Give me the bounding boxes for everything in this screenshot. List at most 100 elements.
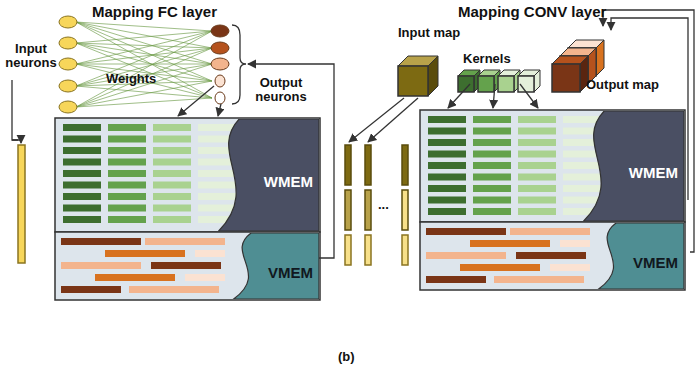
weight-bar xyxy=(473,185,511,192)
input-neuron xyxy=(59,58,77,70)
weight-bar xyxy=(563,197,601,204)
weight-bar xyxy=(63,170,101,177)
output-neuron xyxy=(215,92,225,104)
label: Kernels xyxy=(463,52,511,66)
output-neuron xyxy=(215,75,225,87)
weight-bar xyxy=(63,159,101,166)
kernel xyxy=(534,70,540,92)
weight-bar xyxy=(428,208,466,215)
leader-line xyxy=(448,84,470,108)
weight-bar xyxy=(153,147,191,154)
leader-line xyxy=(520,84,538,108)
weight-bar xyxy=(518,197,556,204)
input-column xyxy=(365,190,371,230)
vmem-bar xyxy=(470,240,550,247)
input-map xyxy=(428,56,438,96)
vmem-bar xyxy=(185,274,225,281)
weight-bar xyxy=(473,128,511,135)
memory-label: WMEM xyxy=(629,164,678,181)
kernel xyxy=(458,76,474,92)
weight-bar xyxy=(473,208,511,215)
weight-bar xyxy=(63,193,101,200)
weight-line xyxy=(76,31,212,64)
label: Input neurons xyxy=(2,42,60,71)
input-neuron xyxy=(59,37,77,49)
weight-line xyxy=(76,64,212,107)
weight-bar xyxy=(518,116,556,123)
weight-bar xyxy=(428,151,466,158)
vmem-array xyxy=(420,222,685,290)
vmem-bar xyxy=(510,228,590,235)
weight-bar xyxy=(108,159,146,166)
output-map xyxy=(552,64,580,92)
input-vector xyxy=(18,145,25,263)
weight-bar xyxy=(153,205,191,212)
output-neuron xyxy=(211,25,229,37)
leader-line xyxy=(349,98,404,142)
weight-bar xyxy=(473,197,511,204)
memory-label: VMEM xyxy=(268,264,313,281)
label: Output map xyxy=(586,78,659,92)
label: Output neurons xyxy=(245,76,317,105)
weight-bar xyxy=(63,182,101,189)
vmem-bar xyxy=(516,252,586,259)
vmem-bar xyxy=(61,262,141,269)
weight-bar xyxy=(63,136,101,143)
weight-bar xyxy=(563,174,601,181)
weight-bar xyxy=(108,147,146,154)
weight-bar xyxy=(63,147,101,154)
weight-bar xyxy=(63,216,101,223)
weight-bar xyxy=(518,151,556,158)
weight-bar xyxy=(153,216,191,223)
weight-lines xyxy=(76,22,212,107)
weight-bar xyxy=(428,162,466,169)
weight-bar xyxy=(153,159,191,166)
wmem-region: WMEM xyxy=(205,119,319,231)
output-map xyxy=(596,40,604,76)
weight-bar xyxy=(108,136,146,143)
weight-bar xyxy=(473,116,511,123)
label: Input map xyxy=(398,26,460,40)
vmem-bar xyxy=(151,262,221,269)
weight-array xyxy=(55,118,320,232)
weight-line xyxy=(76,31,212,43)
weight-bar xyxy=(198,205,236,212)
weight-line xyxy=(76,22,212,48)
vmem-bar xyxy=(494,276,584,283)
weight-line xyxy=(76,48,212,86)
input-column xyxy=(345,190,351,230)
weight-bar xyxy=(63,205,101,212)
weight-line xyxy=(76,22,212,31)
weight-line xyxy=(76,98,212,107)
vmem-bar xyxy=(560,240,590,247)
leader-line xyxy=(218,104,221,116)
leader-line xyxy=(178,86,214,116)
vmem-bar xyxy=(426,228,506,235)
weight-bar xyxy=(518,139,556,146)
input-column xyxy=(365,145,371,185)
input-column xyxy=(402,235,408,265)
weight-bar xyxy=(108,170,146,177)
vmem-region: VMEM xyxy=(587,223,684,289)
vmem-bar xyxy=(145,238,225,245)
weight-bar xyxy=(428,116,466,123)
weight-bar xyxy=(153,193,191,200)
weight-bar xyxy=(153,170,191,177)
vmem-bar xyxy=(105,250,185,257)
weight-bar xyxy=(428,174,466,181)
input-neuron xyxy=(59,16,77,28)
weight-bar xyxy=(473,162,511,169)
weight-bar xyxy=(108,124,146,131)
kernel xyxy=(498,76,514,92)
label: Weights xyxy=(106,72,156,86)
layout xyxy=(12,10,694,300)
weight-bar xyxy=(428,139,466,146)
brace xyxy=(232,25,246,104)
weight-line xyxy=(76,22,212,64)
wmem-region: WMEM xyxy=(570,111,684,221)
input-column xyxy=(402,190,408,230)
vmem-region: VMEM xyxy=(222,233,319,299)
weight-line xyxy=(76,22,212,98)
